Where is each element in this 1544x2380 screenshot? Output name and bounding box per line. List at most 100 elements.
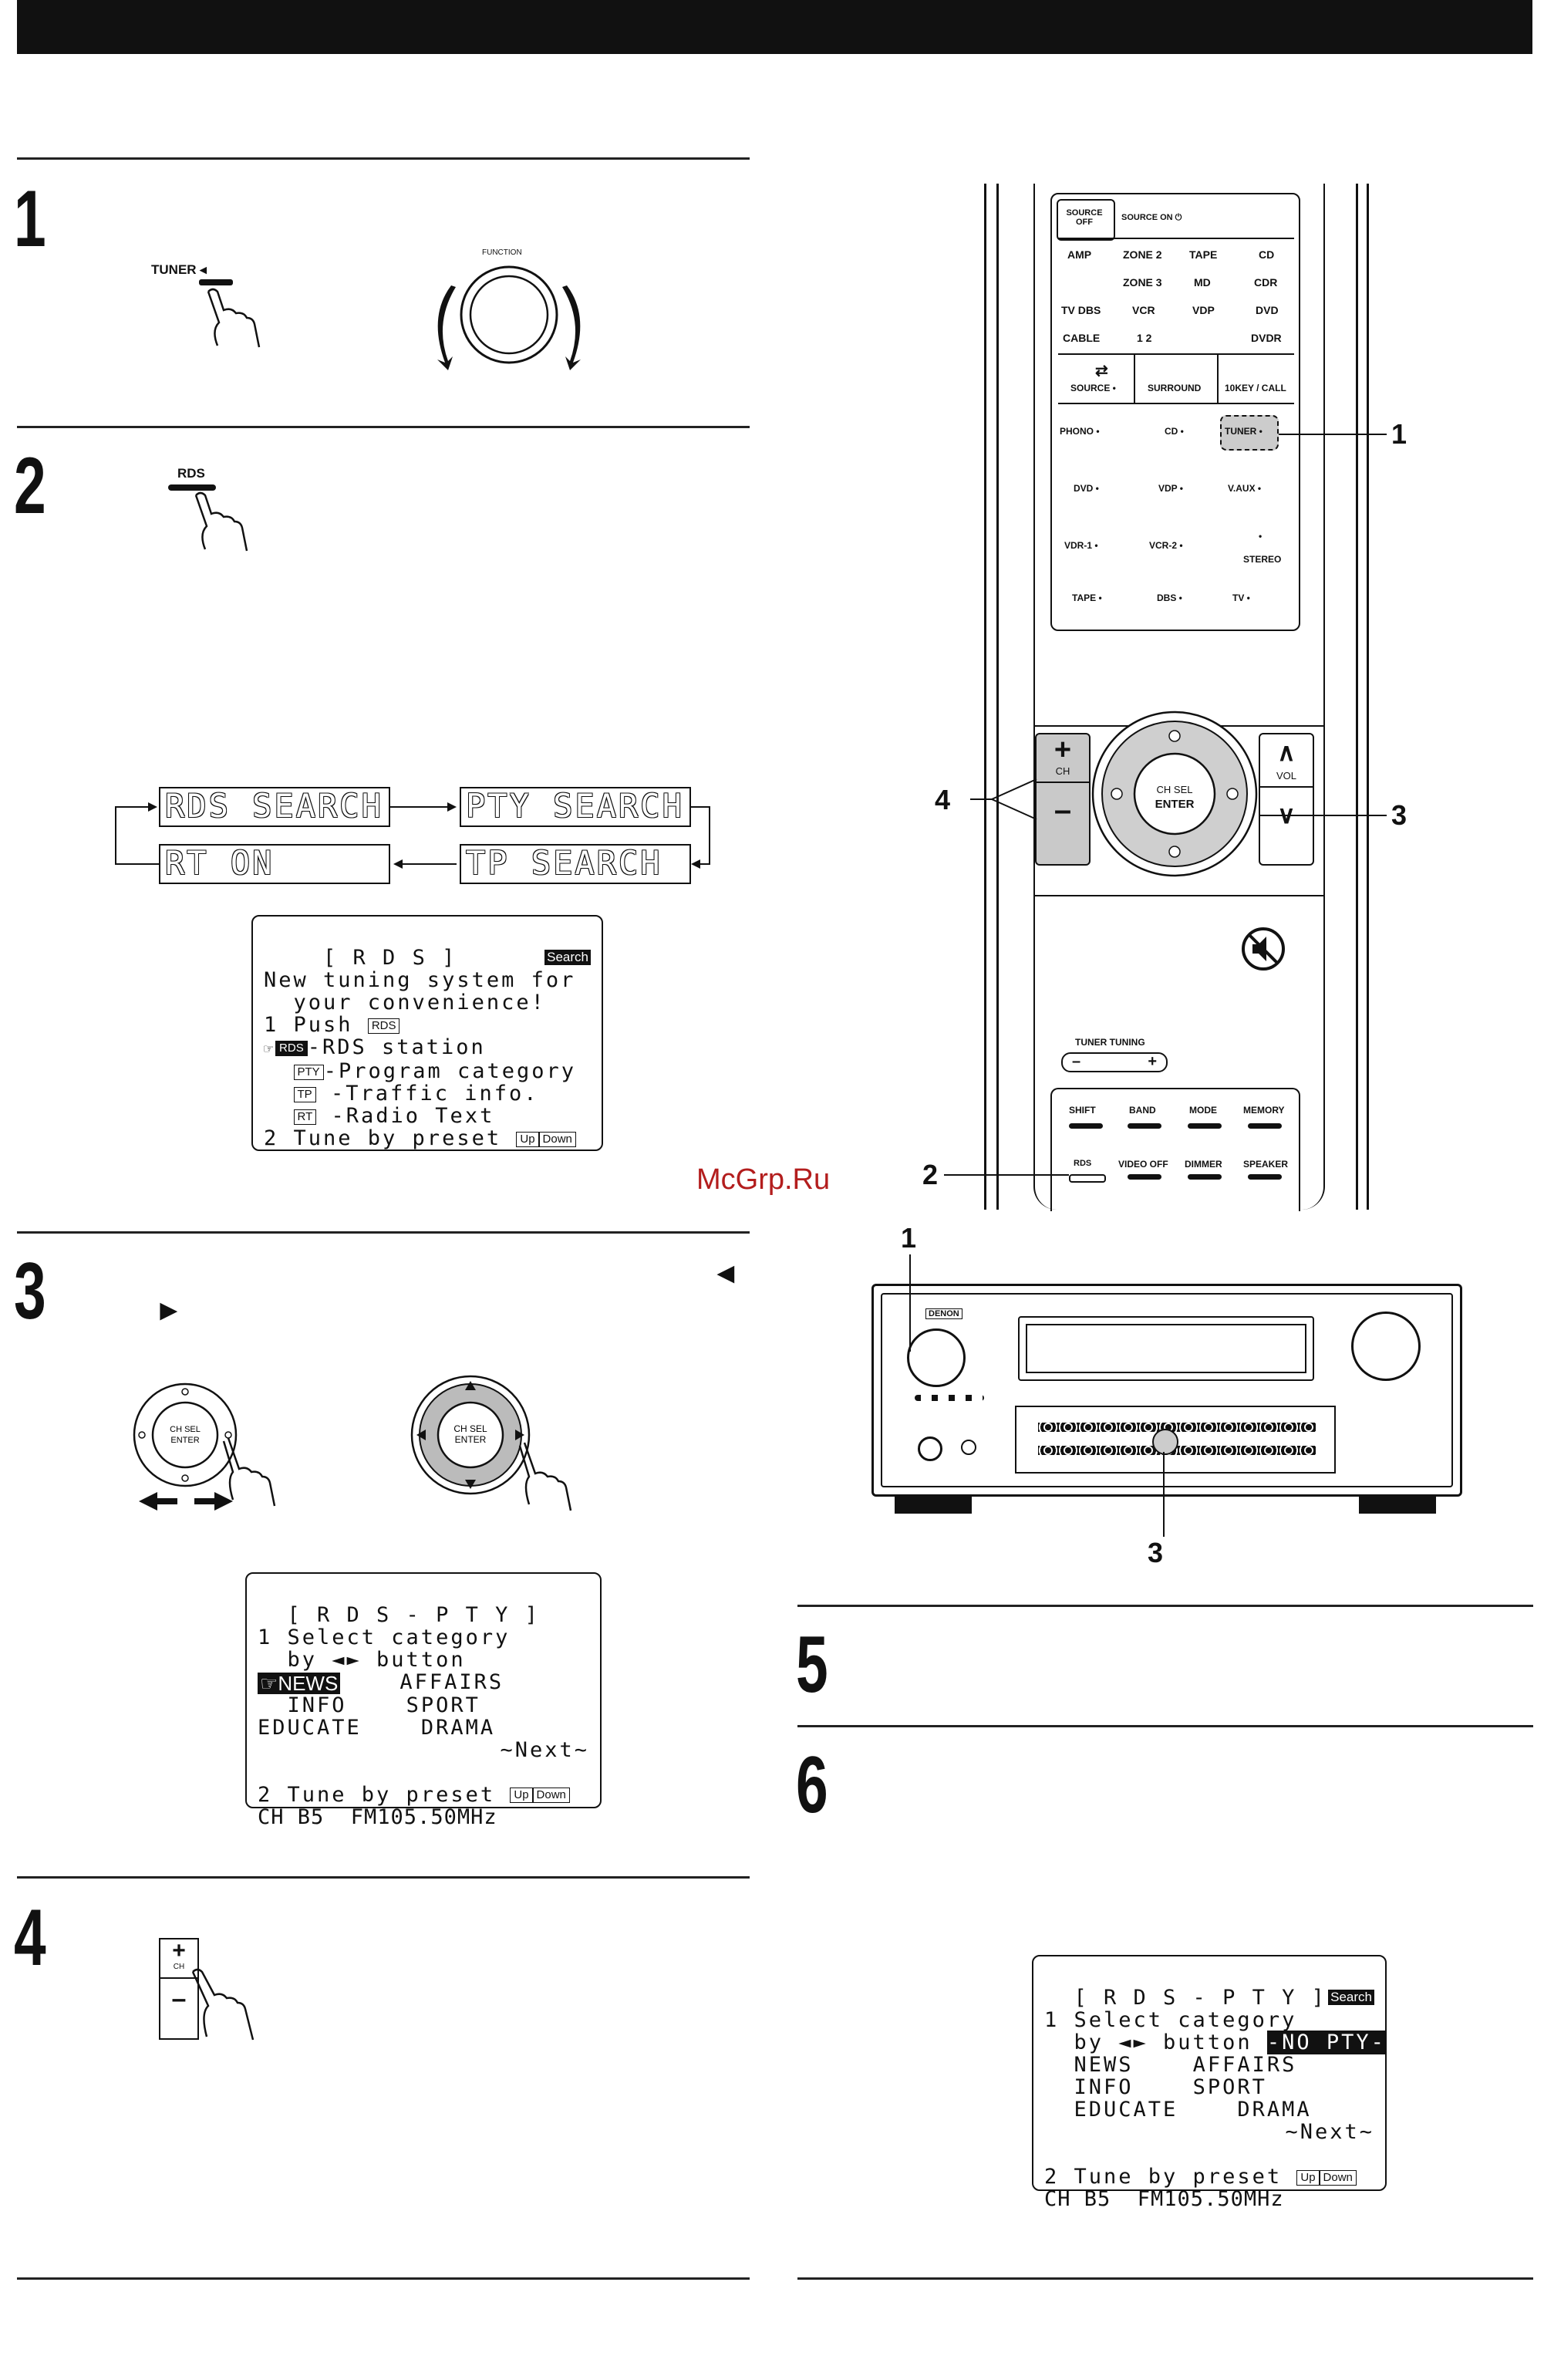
remote-tuner[interactable]: TUNER • — [1225, 426, 1263, 437]
remote-shift[interactable]: SHIFT — [1069, 1105, 1096, 1116]
step-number-6: 6 — [796, 1740, 828, 1830]
enter-label: ENTER — [1155, 798, 1195, 811]
remote-tape2[interactable]: TAPE • — [1072, 592, 1102, 603]
divider — [1058, 403, 1294, 404]
divider — [1058, 238, 1294, 239]
dimmer-key[interactable] — [1188, 1174, 1222, 1180]
shift-key[interactable] — [1069, 1123, 1103, 1129]
receiver-callout-3: 3 — [1148, 1537, 1164, 1568]
source-off-tab[interactable] — [1057, 199, 1115, 241]
step-number-2: 2 — [14, 441, 46, 531]
remote-dbs[interactable]: DBS • — [1157, 592, 1182, 603]
volume-knob[interactable] — [1351, 1312, 1421, 1381]
section-rule — [797, 2277, 1533, 2280]
small-buttons — [1038, 1446, 1316, 1455]
remote-amp[interactable]: AMP — [1067, 248, 1092, 261]
remote-tape[interactable]: TAPE — [1189, 248, 1218, 261]
buttons-row — [915, 1395, 984, 1401]
vol-rocker[interactable]: ∧ VOL ∨ — [1259, 733, 1314, 866]
remote-source-panel — [1050, 193, 1300, 631]
remote-12[interactable]: 1 2 — [1137, 332, 1152, 344]
remote-dimmer[interactable]: DIMMER — [1185, 1159, 1222, 1170]
step-number-1: 1 — [14, 174, 46, 264]
video-off-key[interactable] — [1128, 1174, 1161, 1180]
remote-edge — [1367, 184, 1369, 1210]
mute-icon[interactable] — [1240, 926, 1286, 972]
remote-vdr1[interactable]: VDR-1 • — [1064, 540, 1098, 551]
band-key[interactable] — [1128, 1123, 1161, 1129]
rds-key[interactable] — [1069, 1174, 1106, 1183]
remote-phono[interactable]: PHONO • — [1060, 426, 1100, 437]
source-off-label: SOURCE OFF — [1066, 208, 1103, 227]
receiver-display — [1018, 1316, 1314, 1381]
callout-2: 2 — [922, 1159, 939, 1190]
tuner-tuning-button[interactable]: –+ — [1061, 1052, 1168, 1072]
section-rule — [797, 1605, 1533, 1607]
section-rule — [17, 1876, 750, 1879]
remote-stereo[interactable]: STEREO — [1243, 554, 1282, 565]
remote-body — [1033, 184, 1325, 1210]
receiver-cursor[interactable] — [1152, 1429, 1178, 1455]
small-buttons — [1038, 1423, 1316, 1432]
remote-cursor-pad[interactable] — [1089, 708, 1260, 879]
tuner-label: TUNER ◂ — [151, 262, 207, 277]
remote-10key[interactable]: 10KEY / CALL — [1225, 383, 1286, 393]
remote-edge — [1356, 184, 1358, 1210]
remote-zone3[interactable]: ZONE 3 — [1123, 276, 1162, 289]
section-rule — [797, 1725, 1533, 1727]
remote-edge — [996, 184, 999, 1210]
divider — [1058, 353, 1294, 355]
memory-key[interactable] — [1248, 1123, 1282, 1129]
divider — [1217, 353, 1219, 403]
remote-vaux[interactable]: V.AUX • — [1228, 483, 1262, 494]
header-bar — [17, 0, 1532, 54]
remote-mode[interactable]: MODE — [1189, 1105, 1217, 1116]
remote-function-panel — [1050, 1088, 1300, 1211]
remote-source[interactable]: SOURCE • — [1070, 383, 1116, 393]
remote-vdp2[interactable]: VDP • — [1158, 483, 1184, 494]
remote-vdp[interactable]: VDP — [1192, 304, 1215, 316]
cursor-pad-icon: CH SEL ENTER — [133, 1382, 276, 1511]
speaker-key[interactable] — [1248, 1174, 1282, 1180]
callout-4-lines — [970, 778, 1037, 820]
remote-tv[interactable]: TV • — [1232, 592, 1250, 603]
remote-cdr[interactable]: CDR — [1254, 276, 1278, 289]
function-knob[interactable] — [907, 1328, 966, 1387]
remote-vcr2[interactable]: VCR-2 • — [1149, 540, 1183, 551]
remote-cable[interactable]: CABLE — [1063, 332, 1101, 344]
remote-rds[interactable]: RDS — [1074, 1159, 1092, 1168]
remote-edge — [984, 184, 986, 1210]
divider — [1134, 353, 1135, 403]
remote-tuner-highlight[interactable] — [1220, 415, 1279, 451]
remote-band[interactable]: BAND — [1129, 1105, 1156, 1116]
remote-dvd[interactable]: DVD — [1256, 304, 1279, 316]
remote-zone2[interactable]: ZONE 2 — [1123, 248, 1162, 261]
display-window — [1026, 1324, 1306, 1373]
receiver-inner — [881, 1293, 1453, 1487]
section-rule — [17, 1231, 750, 1234]
search-badge: Search — [544, 950, 591, 965]
receiver-callout-1: 1 — [901, 1222, 917, 1254]
remote-cd[interactable]: CD — [1259, 248, 1275, 261]
remote-surround[interactable]: SURROUND — [1148, 383, 1202, 393]
mode-key[interactable] — [1188, 1123, 1222, 1129]
mode-flow-arrows — [115, 802, 710, 869]
svg-text:ENTER: ENTER — [455, 1434, 487, 1445]
section-rule — [17, 157, 750, 160]
left-arrow-icon: ◄ — [711, 1258, 740, 1290]
remote-tvdbs[interactable]: TV DBS — [1061, 304, 1101, 316]
remote-speaker[interactable]: SPEAKER — [1243, 1159, 1289, 1170]
remote-dvdr[interactable]: DVDR — [1251, 332, 1282, 344]
rds-label: RDS — [177, 466, 205, 481]
standby-button[interactable] — [961, 1440, 976, 1455]
remote-video-off[interactable]: VIDEO OFF — [1118, 1159, 1168, 1170]
svg-text:CH SEL: CH SEL — [170, 1425, 201, 1434]
ch-rocker[interactable]: + CH – — [1035, 733, 1091, 866]
remote-vcr[interactable]: VCR — [1132, 304, 1155, 316]
callout-line — [944, 1174, 1069, 1176]
remote-dvd2[interactable]: DVD • — [1074, 483, 1099, 494]
remote-md[interactable]: MD — [1194, 276, 1211, 289]
remote-memory[interactable]: MEMORY — [1243, 1105, 1285, 1116]
remote-cd2[interactable]: CD • — [1165, 426, 1184, 437]
